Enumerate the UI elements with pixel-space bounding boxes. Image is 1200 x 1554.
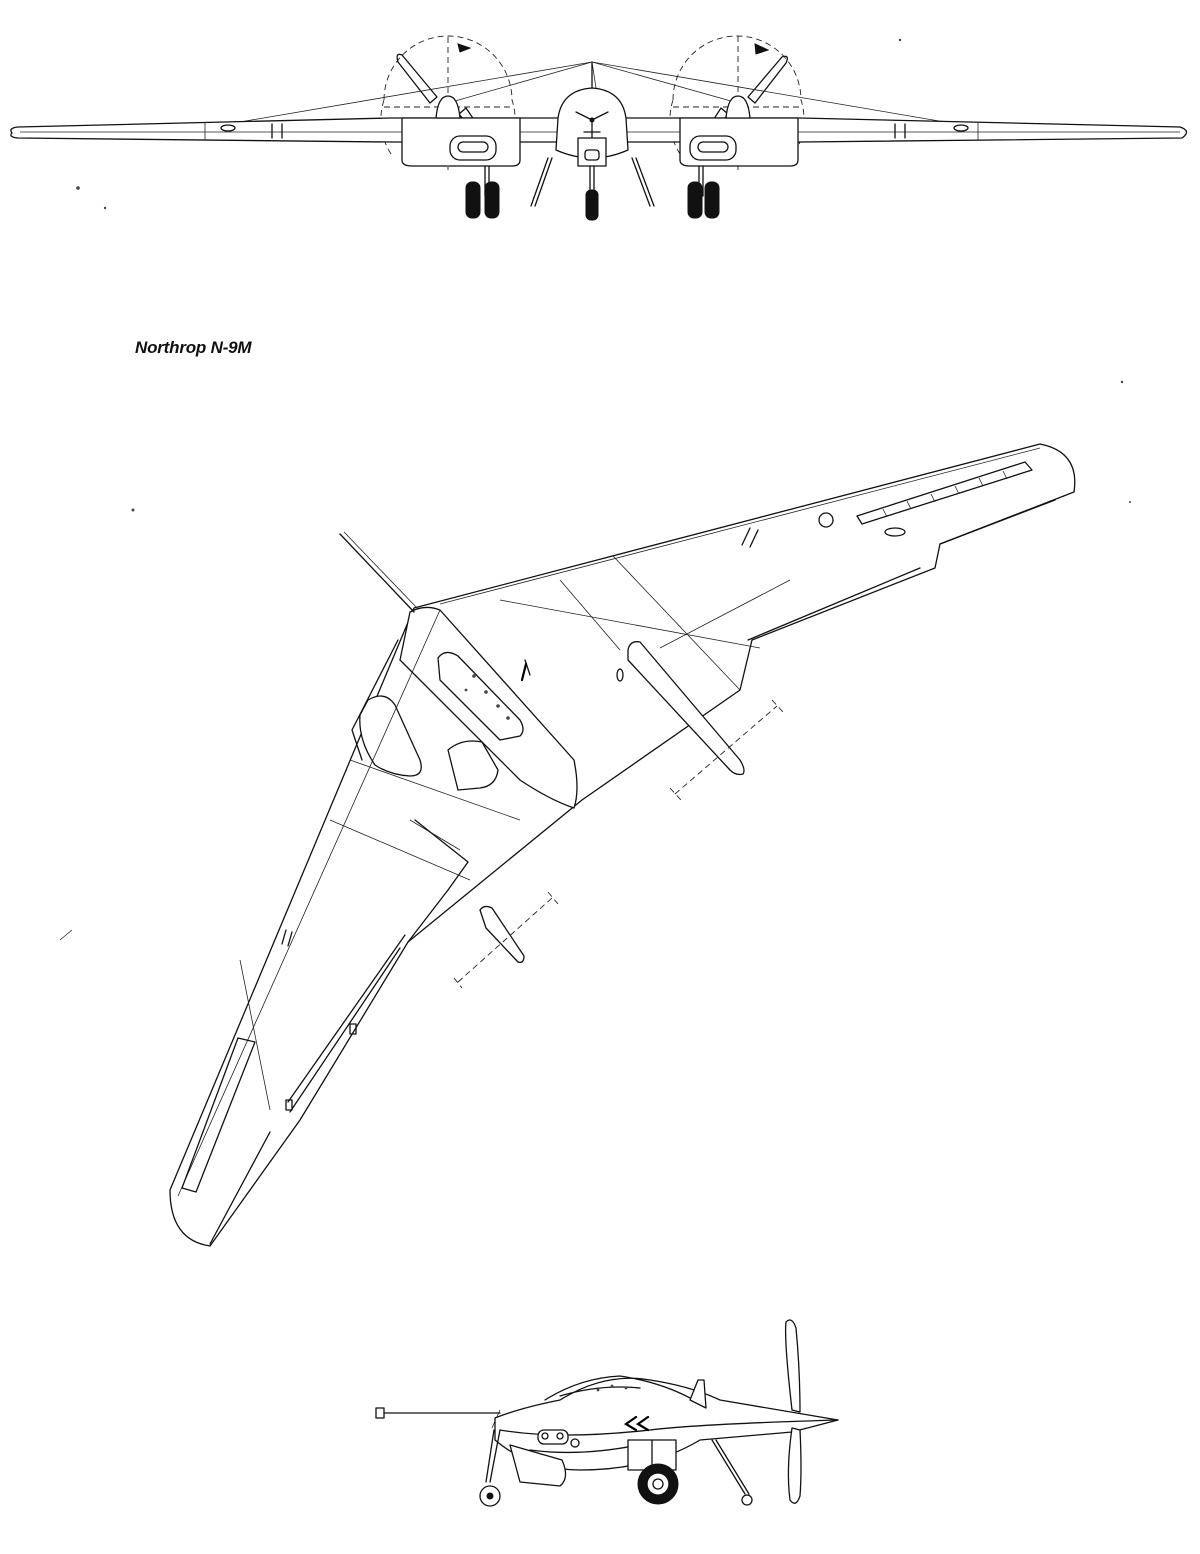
front-view-landing-gear [465, 157, 720, 221]
plan-left-engine-nacelle [479, 905, 525, 964]
plan-view [59, 38, 1131, 1247]
side-view-fin [689, 1379, 707, 1409]
plan-view-canopy [359, 695, 422, 777]
front-view [10, 35, 1188, 221]
side-view-landing-gear [479, 1429, 753, 1507]
plan-right-engine-nacelle [627, 641, 745, 776]
side-view [375, 1319, 839, 1507]
plan-view-centre-body [399, 606, 578, 809]
side-view-fuselage [494, 1377, 839, 1471]
plan-view-wing [169, 443, 1076, 1247]
drawing-title: Northrop N-9M [135, 338, 252, 357]
side-view-propeller [784, 1319, 801, 1413]
plan-view-pitot-tube [339, 533, 415, 613]
